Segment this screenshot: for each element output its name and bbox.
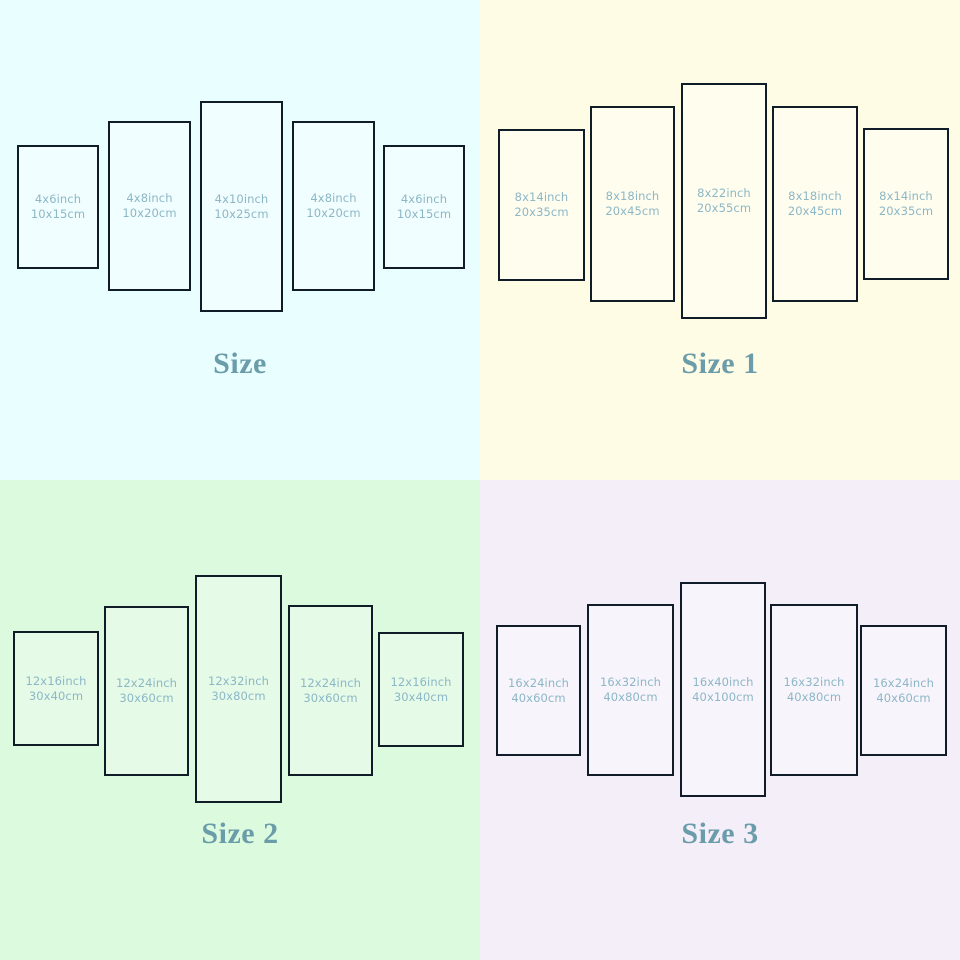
panel-size-inches: 12x16inch bbox=[25, 673, 87, 688]
panel-size-cm: 40x80cm bbox=[603, 690, 658, 704]
panel-size-cm: 30x60cm bbox=[303, 690, 358, 705]
panel-size-inches: 8x18inch bbox=[788, 189, 842, 203]
panel-size-inches: 16x24inch bbox=[872, 675, 935, 690]
panel-size-inches: 4x8inch bbox=[126, 191, 173, 205]
panel-size-cm: 40x60cm bbox=[511, 690, 566, 705]
panel-size-inches: 16x32inch bbox=[599, 675, 662, 689]
quadrant-title-size-1: Size 1 bbox=[681, 347, 759, 380]
quadrant-title-size-3: Size 3 bbox=[681, 817, 759, 850]
panel-size-cm: 10x25cm bbox=[214, 206, 269, 221]
panel-size-inches: 12x32inch bbox=[207, 674, 270, 688]
panel-size-inches: 12x16inch bbox=[390, 674, 452, 689]
panel-size-inches: 4x8inch bbox=[310, 191, 357, 205]
panel-size-cm: 40x100cm bbox=[692, 689, 754, 704]
panel-size-cm: 20x35cm bbox=[514, 205, 569, 219]
panel-size-cm: 20x35cm bbox=[878, 204, 934, 218]
panel-size-cm: 40x80cm bbox=[786, 690, 842, 704]
quadrant-title-size: Size bbox=[213, 347, 267, 380]
panel-size-inches: 16x24inch bbox=[507, 675, 570, 690]
panel-size-cm: 10x20cm bbox=[306, 206, 361, 220]
quadrant-title-size-2: Size 2 bbox=[201, 817, 279, 850]
panel-size-cm: 30x40cm bbox=[393, 689, 449, 704]
panel-size-cm: 20x45cm bbox=[605, 204, 660, 218]
panel-size-cm: 30x60cm bbox=[119, 691, 174, 705]
panel-size-cm: 10x15cm bbox=[396, 207, 452, 221]
panel-size-inches: 12x24inch bbox=[299, 675, 362, 690]
panel-size-inches: 4x6inch bbox=[34, 192, 82, 206]
panel-size-inches: 12x24inch bbox=[115, 676, 178, 690]
panel-size-inches: 8x22inch bbox=[697, 186, 751, 200]
panel-size-cm: 10x20cm bbox=[122, 206, 177, 220]
panel-size-cm: 40x60cm bbox=[876, 690, 931, 705]
panel-size-inches: 16x40inch bbox=[692, 674, 754, 689]
panel-size-inches: 4x10inch bbox=[214, 191, 269, 206]
panel-size-inches: 8x14inch bbox=[879, 189, 933, 203]
panel-size-inches: 16x32inch bbox=[783, 675, 845, 689]
panel-size-cm: 20x45cm bbox=[787, 204, 843, 218]
panel-size-inches: 8x14inch bbox=[514, 190, 569, 204]
panel-size-cm: 30x40cm bbox=[28, 688, 84, 703]
panel-size-cm: 30x80cm bbox=[211, 689, 266, 703]
panel-size-inches: 4x6inch bbox=[400, 192, 448, 206]
panel-size-inches: 8x18inch bbox=[605, 189, 660, 203]
panel-size-cm: 20x55cm bbox=[696, 201, 752, 215]
panel-size-cm: 10x15cm bbox=[30, 207, 86, 221]
